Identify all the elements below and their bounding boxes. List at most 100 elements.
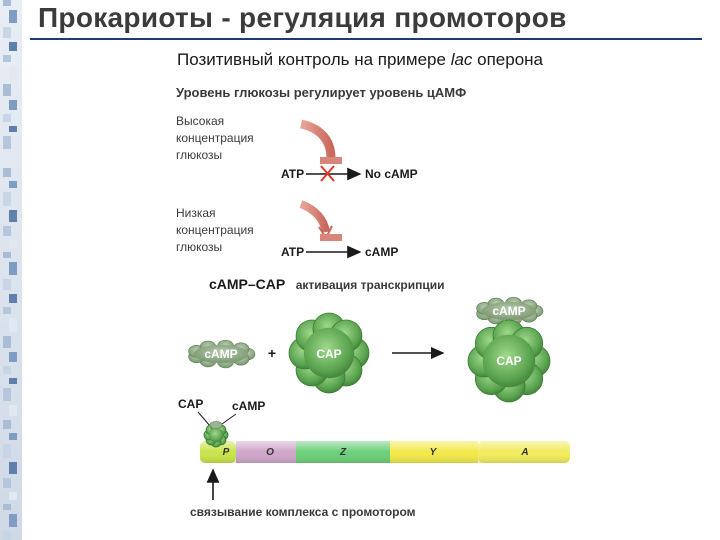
camp-cloud-shape — [188, 339, 256, 369]
strip-block — [9, 262, 17, 275]
glucose-regulation-heading: Уровень глюкозы регулирует уровень цАМФ — [176, 85, 466, 100]
strip-block — [3, 279, 11, 290]
camp-cap-complex-icon: cAMP CAP — [467, 296, 551, 403]
low-inhibitor-bar-icon — [320, 234, 342, 241]
strip-block — [3, 55, 11, 62]
bound-cap-label: CAP — [178, 397, 203, 411]
strip-block — [3, 192, 11, 206]
subtitle-text-end: оперона — [472, 50, 544, 69]
bound-cap-leader-line — [197, 411, 211, 427]
strip-block — [9, 210, 17, 222]
strip-block — [3, 136, 11, 149]
high-substrate-label: ATP — [281, 167, 304, 181]
high-glucose-panel: Высокая концентрация глюкозы ATP No cAMP — [176, 114, 418, 182]
strip-block — [3, 420, 11, 429]
low-glucose-panel: Низкая концентрация глюкозы ATP cAMP — [176, 200, 398, 259]
strip-block — [9, 318, 17, 332]
strip-block — [9, 294, 17, 303]
subtitle-italic-lac: lac — [450, 50, 473, 69]
high-glucose-line-3: глюкозы — [176, 148, 222, 162]
high-inhibitor-bar-icon — [320, 157, 342, 164]
dna-shading — [200, 441, 570, 463]
strip-block — [3, 168, 11, 177]
cap-core — [208, 427, 224, 443]
strip-block — [3, 307, 11, 314]
blocked-cross-icon — [320, 165, 335, 182]
strip-block — [9, 126, 17, 132]
strip-block — [3, 531, 11, 540]
cap-core — [482, 334, 536, 388]
strip-block — [3, 336, 11, 348]
low-glucose-label: Низкая концентрация глюкозы — [176, 206, 257, 254]
strip-block — [9, 100, 17, 110]
complex-camp-label: cAMP — [492, 304, 525, 318]
complex-camp-cloud-shape — [476, 296, 544, 326]
strip-block — [9, 462, 17, 474]
dna-segment-label-o: O — [266, 447, 274, 458]
strip-block — [9, 42, 17, 51]
strip-block — [9, 514, 17, 527]
high-glucose-label: Высокая концентрация глюкозы — [176, 114, 257, 162]
complex-cap-flower-shape — [467, 319, 551, 403]
low-inhibitor-arm-icon — [299, 200, 330, 233]
binding-caption: связывание комплекса с промотором — [190, 505, 416, 519]
decorative-side-strip — [0, 0, 22, 540]
strip-block — [9, 433, 17, 440]
dna-segment-label-p: P — [223, 447, 230, 458]
cap-label: CAP — [316, 347, 341, 361]
bound-complex-icon: CAP cAMP — [178, 397, 265, 448]
high-glucose-line-1: Высокая — [176, 114, 224, 128]
strip-block — [3, 478, 11, 488]
subtitle-text-start: Позитивный контроль на примере — [176, 50, 451, 69]
strip-block — [3, 0, 11, 6]
strip-block — [3, 388, 11, 401]
strip-block — [3, 27, 11, 38]
cap-protein-icon: CAP — [288, 312, 370, 394]
strip-block — [3, 366, 11, 374]
camp-cap-heading-bold: cAMP–CAP — [209, 276, 285, 292]
camp-core — [482, 302, 536, 320]
camp-label: cAMP — [204, 347, 237, 361]
strip-block — [9, 153, 17, 164]
low-glucose-line-3: глюкозы — [176, 240, 222, 254]
strip-block — [9, 492, 17, 500]
strip-block — [9, 405, 17, 416]
low-glucose-line-2: концентрация — [176, 223, 254, 237]
camp-cap-heading-rest: активация транскрипции — [296, 278, 445, 292]
slide-title: Прокариоты - регуляция промоторов — [38, 2, 567, 33]
bound-camp-label: cAMP — [232, 399, 265, 413]
bound-camp-blob — [209, 421, 223, 429]
low-product-label: cAMP — [365, 245, 398, 259]
dna-segment-label-y: Y — [430, 447, 438, 458]
camp-molecule-icon: cAMP — [188, 339, 256, 369]
high-product-label: No cAMP — [365, 167, 418, 181]
low-glucose-line-1: Низкая — [176, 206, 216, 220]
slide-subtitle: Позитивный контроль на примере lac оперо… — [0, 50, 720, 70]
cap-core — [303, 327, 355, 379]
strip-block — [3, 252, 11, 258]
dna-segment-label-a: A — [520, 447, 528, 458]
bound-camp-leader-line — [221, 413, 237, 425]
cap-flower-shape — [288, 312, 370, 394]
strip-block — [9, 352, 17, 362]
strip-block — [9, 10, 17, 23]
strip-block — [9, 378, 17, 384]
dna-segment-label-z: Z — [339, 447, 347, 458]
strip-block — [3, 504, 11, 510]
low-substrate-label: ATP — [281, 245, 304, 259]
strip-block — [9, 66, 17, 80]
strip-block — [9, 181, 17, 188]
strip-block — [3, 114, 11, 122]
strip-block — [3, 84, 11, 96]
strip-block — [3, 444, 11, 458]
strip-block — [9, 240, 17, 248]
camp-cap-heading: cAMP–CAP активация транскрипции — [209, 276, 445, 293]
title-underline — [30, 38, 702, 40]
high-inhibitor-arm-icon — [299, 119, 336, 159]
strip-block — [3, 226, 11, 236]
complex-cap-label: CAP — [496, 354, 521, 368]
high-glucose-line-2: концентрация — [176, 131, 254, 145]
camp-core — [194, 345, 248, 363]
